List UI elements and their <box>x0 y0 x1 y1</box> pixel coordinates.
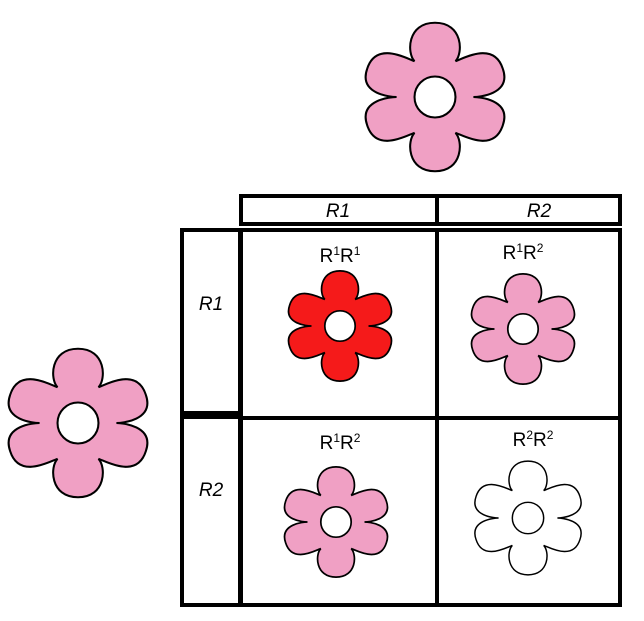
cell-r2r2: R2R2 <box>474 428 582 576</box>
parent-flower-top <box>364 21 506 173</box>
flower-center-icon <box>56 401 100 445</box>
genotype-label: R2R2 <box>513 428 554 451</box>
row-header-box-r2 <box>180 415 242 607</box>
flower-center-icon <box>413 75 457 119</box>
punnett-grid <box>239 228 622 607</box>
offspring-flower <box>283 466 389 578</box>
offspring-flower <box>287 270 393 382</box>
flower-center-icon <box>319 505 353 539</box>
offspring-flower <box>470 273 576 385</box>
offspring-flower <box>474 460 582 576</box>
flower-center-icon <box>506 312 540 346</box>
cell-r1r1: R1R1 <box>287 244 393 382</box>
column-headers: R1 R2 <box>239 194 622 226</box>
row-header-r1: R1 <box>199 294 223 315</box>
genotype-label: R1R2 <box>503 241 544 264</box>
cell-r1r2-bottom: R1R2 <box>283 431 389 578</box>
row-header-box-r1 <box>180 228 242 415</box>
genotype-label: R1R1 <box>320 244 361 267</box>
cell-r1r2-top: R1R2 <box>470 241 576 385</box>
flower-center-icon <box>323 309 357 343</box>
column-header-box-r2 <box>435 194 622 226</box>
column-header-r1: R1 <box>326 201 350 222</box>
column-header-r2: R2 <box>527 201 552 222</box>
parent-flower-left <box>7 347 149 499</box>
row-headers: R1 R2 <box>180 228 242 607</box>
genotype-label: R1R2 <box>320 431 361 454</box>
flower-center-icon <box>511 501 545 535</box>
row-header-r2: R2 <box>199 480 224 501</box>
